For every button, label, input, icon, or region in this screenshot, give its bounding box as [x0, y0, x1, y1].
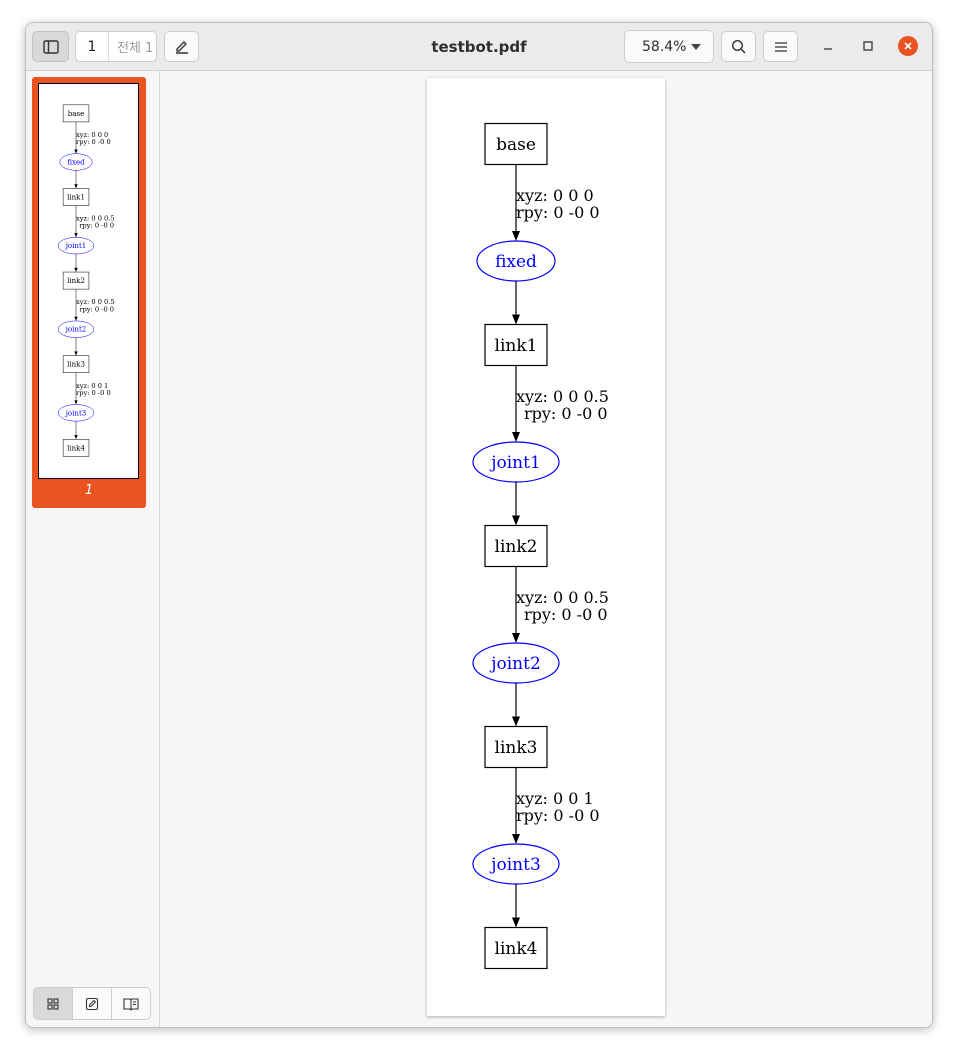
page-number-value[interactable]: 1 [76, 32, 109, 61]
annotation-icon [85, 997, 99, 1010]
thumb-edge-rpy-label: rpy: 0 -0 0 [79, 305, 114, 313]
thumb-edge-xyz-label: xyz: 0 0 0 [76, 131, 108, 139]
thumb-child-fixed-arrowhead [74, 184, 78, 189]
urdf-tree-graph: base link1 link2 link3 link4 fixed joint1 joint… [472, 122, 609, 970]
link-label: link4 [495, 939, 538, 959]
parent-joint3-arrowhead [512, 834, 520, 844]
parent-fixed-arrowhead [512, 231, 520, 241]
thumb-joint-label: joint1 [65, 241, 87, 250]
link-node-base [484, 122, 548, 166]
edge-rpy-label: rpy: 0 -0 0 [524, 404, 608, 423]
link-label: link1 [495, 336, 538, 356]
link-node-link4 [484, 926, 548, 970]
thumb-link-label: base [68, 109, 85, 118]
thumb-edge-xyz-label: xyz: 0 0 0.5 [76, 298, 115, 306]
thumb-joint-label: fixed [67, 158, 85, 167]
hamburger-menu-icon [774, 41, 787, 52]
document-viewer-window: 1 전체 1 testbot.pdf 58.4% [25, 22, 933, 1028]
bookmarks-tab[interactable] [112, 988, 150, 1019]
thumb-joint-label: joint2 [65, 325, 87, 334]
page-thumbnail-selected[interactable]: base link1 link2 link3 link4 fixed joint1 joint… [32, 77, 146, 508]
sidebar-mode-switcher [33, 987, 151, 1020]
link-label: base [496, 135, 536, 155]
thumb-parent-fixed-arrowhead [74, 149, 78, 154]
sidebar-toggle-icon [42, 39, 59, 54]
thumb-edge-rpy-label: rpy: 0 -0 0 [76, 138, 111, 146]
thumb-link-label: link2 [67, 276, 85, 285]
joint-label: joint2 [489, 654, 541, 674]
thumbnail-graph: base link1 link2 link3 link4 fixed joint1 joint… [57, 104, 115, 457]
parent-joint1-arrowhead [512, 432, 520, 442]
link-node-link1 [484, 323, 548, 367]
sidebar-toggle-button[interactable] [32, 31, 69, 62]
page-number-entry[interactable]: 1 전체 1 [75, 31, 157, 62]
document-canvas[interactable]: base link1 link2 link3 link4 fixed joint1 joint… [160, 71, 932, 1027]
thumbnails-tab[interactable] [34, 988, 73, 1019]
thumb-edge-xyz-label: xyz: 0 0 1 [76, 382, 108, 390]
maximize-icon [863, 41, 873, 51]
child-joint2-arrowhead [512, 716, 520, 727]
edge-xyz-label: xyz: 0 0 0.5 [516, 387, 609, 406]
search-button[interactable] [721, 31, 756, 62]
minimize-button[interactable] [818, 36, 838, 56]
edge-xyz-label: xyz: 0 0 0 [516, 186, 594, 205]
thumb-parent-joint2-arrowhead [74, 316, 78, 321]
close-icon [904, 42, 912, 50]
joint-label: fixed [495, 252, 537, 272]
window-title: testbot.pdf [431, 37, 527, 56]
thumb-link-label: link3 [67, 360, 85, 369]
close-button[interactable] [898, 36, 918, 56]
pdf-page: base link1 link2 link3 link4 fixed joint1 joint… [427, 78, 665, 1016]
thumb-link-node-link4 [62, 439, 90, 457]
joint-label: joint1 [489, 453, 541, 473]
joint-label: joint3 [489, 855, 541, 875]
thumb-child-joint1-arrowhead [74, 267, 78, 273]
thumb-edge-rpy-label: rpy: 0 -0 0 [76, 389, 111, 397]
edge-rpy-label: rpy: 0 -0 0 [516, 203, 600, 222]
page-thumbnail[interactable]: base link1 link2 link3 link4 fixed joint1 joint… [38, 83, 139, 479]
zoom-selector[interactable]: 58.4% [624, 30, 714, 63]
thumb-joint-label: joint3 [65, 408, 87, 417]
child-joint1-arrowhead [512, 515, 520, 526]
thumb-joint-node-fixed [59, 153, 93, 171]
thumbnail-page-label: 1 [84, 483, 94, 498]
thumb-parent-joint1-arrowhead [74, 233, 78, 238]
link-label: link3 [495, 738, 538, 758]
sidebar: base link1 link2 link3 link4 fixed joint1 joint… [26, 71, 160, 1027]
zoom-value: 58.4% [642, 38, 687, 55]
maximize-button[interactable] [858, 36, 878, 56]
page-total-label: 전체 1 [117, 41, 154, 56]
book-icon [123, 997, 139, 1011]
annotate-button[interactable] [164, 31, 199, 62]
thumb-child-joint3-arrowhead [74, 435, 78, 440]
thumb-edge-rpy-label: rpy: 0 -0 0 [79, 222, 114, 230]
pencil-icon [175, 40, 188, 54]
menu-button[interactable] [763, 31, 798, 62]
link-label: link2 [495, 537, 538, 557]
parent-joint2-arrowhead [512, 633, 520, 643]
edge-rpy-label: rpy: 0 -0 0 [516, 806, 600, 825]
minimize-icon [824, 48, 832, 50]
annotations-tab[interactable] [73, 988, 112, 1019]
search-icon [731, 39, 746, 54]
child-fixed-arrowhead [512, 314, 520, 325]
edge-xyz-label: xyz: 0 0 0.5 [516, 588, 609, 607]
grid-icon [47, 997, 59, 1010]
edge-rpy-label: rpy: 0 -0 0 [524, 605, 608, 624]
thumb-edge-xyz-label: xyz: 0 0 0.5 [76, 215, 115, 223]
thumb-parent-joint3-arrowhead [74, 400, 78, 405]
header-bar: 1 전체 1 testbot.pdf 58.4% [26, 23, 932, 71]
thumb-link-label: link4 [67, 443, 85, 452]
thumb-child-joint2-arrowhead [74, 351, 78, 356]
chevron-down-icon [691, 44, 701, 50]
thumb-link-label: link1 [67, 192, 85, 201]
edge-xyz-label: xyz: 0 0 1 [516, 789, 594, 808]
child-joint3-arrowhead [512, 917, 520, 928]
